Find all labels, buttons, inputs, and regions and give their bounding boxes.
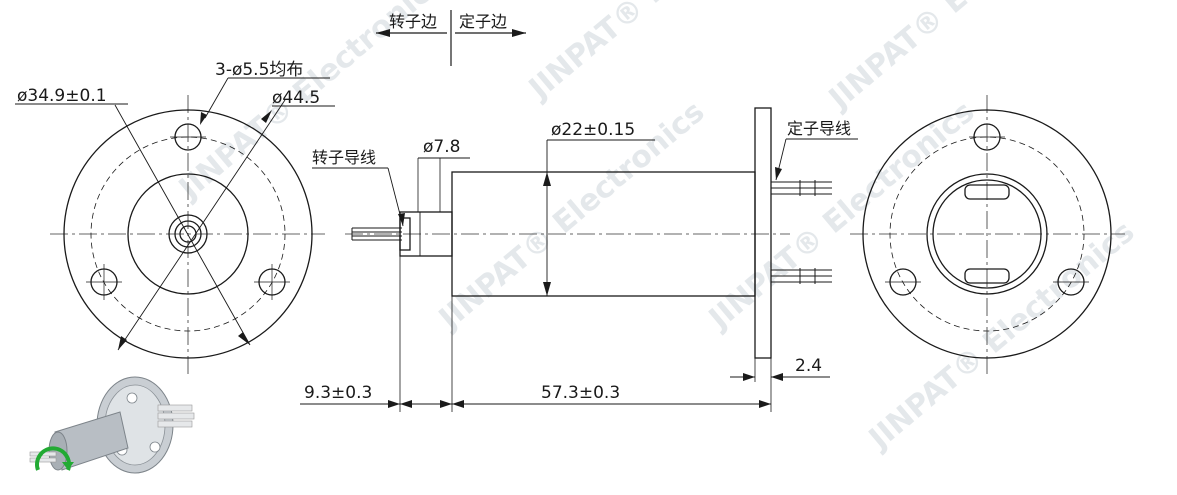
watermark-6: JINPAT® Electronics — [861, 214, 1141, 457]
stator-leads-label: 定子导线 — [787, 119, 851, 138]
watermark-3: JINPAT® Electronics — [521, 0, 801, 107]
stator-side-label: 定子边 — [459, 12, 507, 31]
rotor-side-label: 转子边 — [389, 12, 437, 31]
side-indicator: 转子边 定子边 — [376, 10, 526, 66]
front-view-arrows — [118, 110, 272, 350]
rotor-leads-label: 转子导线 — [312, 148, 376, 167]
rear-view — [850, 95, 1125, 375]
shaft-diameter-dimension: ø7.8 — [423, 137, 460, 157]
front-view-labels: 3-ø5.5均布 ø34.9±0.1 ø44.5 — [15, 60, 335, 108]
flange-thickness-dimension: 2.4 — [795, 356, 822, 376]
product-isometric-icon — [29, 376, 195, 474]
flange-diameter-dimension: ø44.5 — [272, 88, 320, 108]
pcd-dimension: ø34.9±0.1 — [17, 86, 107, 106]
rotor-length-dimension: 9.3±0.3 — [304, 383, 372, 403]
body-diameter-dimension: ø22±0.15 — [551, 120, 635, 140]
side-view-labels: 转子导线 ø7.8 ø22±0.15 定子导线 2.4 9.3±0.3 57.3… — [304, 119, 851, 403]
front-view — [50, 77, 325, 375]
body-length-dimension: 57.3±0.3 — [541, 383, 620, 403]
side-view-arrows — [388, 167, 783, 408]
mount-holes-note: 3-ø5.5均布 — [215, 60, 303, 80]
